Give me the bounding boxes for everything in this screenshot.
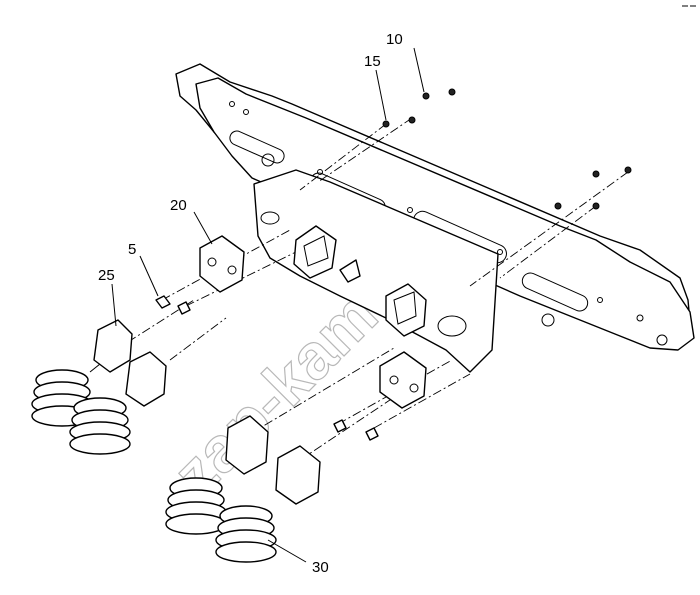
callout-15: 15	[364, 53, 381, 70]
callout-10: 10	[386, 31, 403, 48]
callout-25: 25	[98, 267, 115, 284]
bracket-plate-front	[195, 77, 695, 351]
mount-bracket-mid	[385, 283, 427, 337]
callout-30: 30	[312, 559, 329, 576]
mount-bracket-upper	[199, 235, 245, 293]
callout-5: 5	[128, 241, 136, 258]
leader-lines	[111, 47, 425, 563]
coil-assembly-4	[215, 445, 321, 563]
lower-mount-plate	[253, 169, 499, 373]
fasteners-upper	[382, 88, 632, 210]
bolts-item-5	[155, 295, 379, 441]
mount-bracket-upper-right	[293, 225, 337, 279]
mount-bracket-lower	[379, 351, 427, 409]
callout-20: 20	[170, 197, 187, 214]
coil-assembly-2	[69, 351, 167, 455]
